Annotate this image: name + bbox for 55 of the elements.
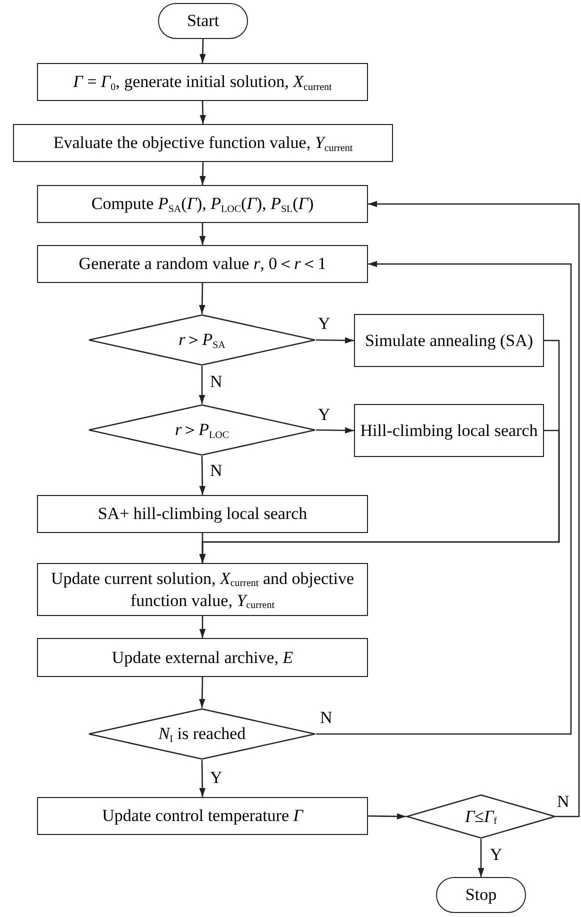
arrow xyxy=(200,162,206,186)
arrow xyxy=(199,456,206,495)
node-text: Stop xyxy=(465,884,497,906)
process-box xyxy=(37,563,368,616)
arrow xyxy=(478,839,484,877)
node-text: Γ≤Γ$_{f}$ xyxy=(464,806,498,828)
node-text: Start xyxy=(186,10,220,32)
edge-label: N xyxy=(320,708,332,728)
edge-label: Y xyxy=(318,314,330,334)
edge-label: N xyxy=(557,792,570,812)
process-box xyxy=(13,124,393,162)
arrow xyxy=(368,813,406,820)
arrow xyxy=(199,223,206,245)
arrow xyxy=(316,337,354,344)
decision-diamond xyxy=(406,794,556,839)
process-box xyxy=(37,245,368,283)
arrow xyxy=(199,430,560,563)
arrow xyxy=(199,760,206,797)
edge-label: N xyxy=(210,461,222,481)
process-box xyxy=(37,185,368,223)
process-box xyxy=(37,797,368,835)
edge-label: Y xyxy=(210,768,222,788)
node-text: Simulate annealing (SA) xyxy=(364,330,534,352)
decision-diamond xyxy=(88,708,316,760)
process-box xyxy=(37,638,368,677)
process-box xyxy=(37,495,368,533)
process-box xyxy=(354,314,544,367)
node-text: Update control temperature Γ xyxy=(102,805,303,827)
decision-diamond xyxy=(88,314,316,366)
arrow xyxy=(198,366,206,404)
arrow xyxy=(199,676,206,708)
arrow xyxy=(199,616,206,638)
node-text: r＞P$_{LOC}$ xyxy=(174,419,229,441)
arrow xyxy=(316,260,572,735)
node-text: Hill-climbing local search xyxy=(360,420,538,442)
arrow xyxy=(316,427,354,434)
edge-label: N xyxy=(210,372,222,392)
edge-label: Y xyxy=(490,845,502,865)
node-text: Update external archive, E xyxy=(112,646,294,668)
node-text: Evaluate the objective function value, Y$_{current}$ xyxy=(53,132,353,154)
node-text: Generate a random value r, 0＜r＜1 xyxy=(78,253,326,275)
decision-diamond xyxy=(88,404,316,456)
process-box xyxy=(37,63,368,101)
node-text: Update current solution, X$_{current}$ and objective function value, Y$_{current}$ xyxy=(50,568,356,612)
arrow xyxy=(200,38,206,64)
arrow xyxy=(199,282,206,314)
arrow xyxy=(368,200,580,818)
arrow xyxy=(200,100,206,124)
node-text: SA+ hill-climbing local search xyxy=(98,503,308,525)
node-text: r＞P$_{SA}$ xyxy=(178,329,226,351)
node-text: N$_{I}$ is reached xyxy=(158,723,246,745)
process-box xyxy=(354,404,544,457)
node-text: Compute P$_{SA}$(Γ), P$_{LOC}$(Γ), P$_{SL}$(Γ) xyxy=(91,193,314,215)
edge-label: Y xyxy=(318,405,330,425)
node-text: Γ = Γ$_{0}$, generate initial solution, X$_{current}$ xyxy=(73,71,332,93)
